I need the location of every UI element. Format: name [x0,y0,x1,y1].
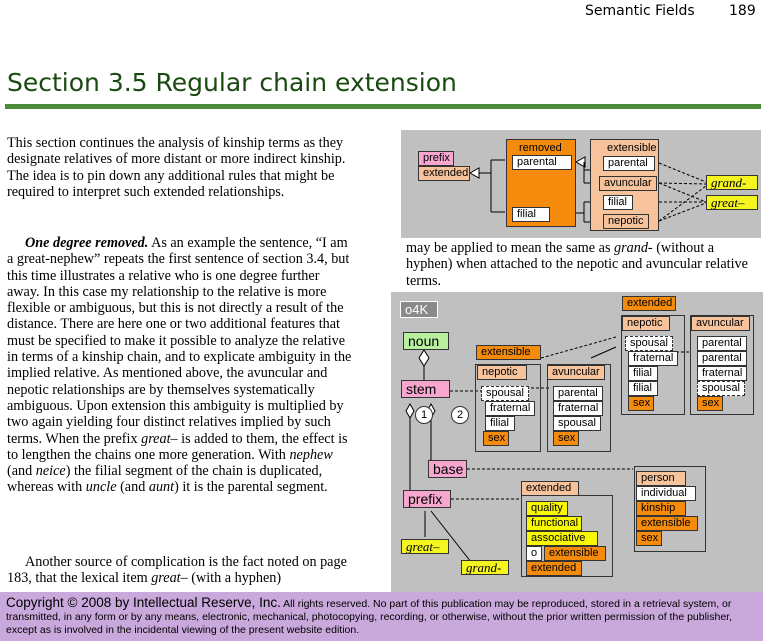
fig2-extended-item-0: quality [526,501,568,516]
p2-e: (and [116,479,149,496]
copyright-main: Copyright © 2008 by Intellectual Reserve… [6,595,281,610]
fig2-frame-label: o4K [400,301,438,318]
p2-a: As an example the sentence, “I am a grea… [7,235,352,447]
caption-b: (without a hyphen) when attached to the … [406,240,748,289]
fig2-nepotic2-item-0: spousal [625,336,673,351]
copyright-notice: Copyright © 2008 by Intellectual Reserve… [0,592,763,641]
fig2-avuncular2-title: avuncular [691,316,750,331]
paragraph-2-lead: One degree removed. [25,235,149,251]
fig2-two: 2 [451,406,469,424]
title-rule [5,104,761,109]
fig2-nepotic2-sex: sex [628,396,654,411]
p2-f: ) it is the parental segment. [174,479,328,496]
fig2-avuncular1-item-1: fraternal [553,401,603,416]
fig2-avuncular1-item-0: parental [553,386,603,401]
fig1-avuncular: avuncular [599,176,657,191]
figure-1: prefix extended removed parental filial … [401,130,761,238]
fig2-extended-group-title: extended [521,481,579,496]
caption-a: may be applied to mean the same as [406,240,615,256]
paragraph-2-text: One degree removed. As an example the se… [7,235,355,496]
fig2-nepotic1-title: nepotic [477,365,527,380]
paragraph-2: One degree removed. As an example the se… [7,235,355,496]
fig2-nepotic2-item-1: fraternal [628,351,678,366]
figure-2: o4K noun stem 1 2 base prefix great– gra… [391,292,763,592]
running-title: Semantic Fields [585,3,695,19]
fig2-one: 1 [415,406,433,424]
fig1-filial: filial [512,207,550,222]
fig2-extended-group [521,495,613,577]
p3-b: (with a hyphen) [187,570,282,587]
fig2-person-group [634,466,706,552]
p3-great: great– [151,570,188,587]
fig2-great: great– [401,539,449,554]
fig2-avuncular2-item-2: fraternal [697,366,747,381]
fig2-nepotic2-item-2: filial [628,366,658,381]
fig2-avuncular2-item-0: parental [697,336,747,351]
fig2-extended-tag: extended [622,296,676,311]
fig2-avuncular1-title: avuncular [547,365,605,380]
p2-b: is added to them, the effect is to lengt… [7,430,348,463]
fig2-avuncular1-group [547,364,611,452]
fig2-avuncular2-item-3: spousal [697,381,745,396]
fig2-extended-extended: extended [526,561,582,576]
fig1-great: great– [706,195,758,210]
fig2-avuncular1-sex: sex [553,431,579,446]
fig2-base: base [428,460,467,478]
fig1-extensible-title: extensible [607,142,657,154]
fig2-nepotic1-item-1: fraternal [485,401,535,416]
fig2-nepotic1-group [475,364,541,452]
paragraph-1: This section continues the analysis of k… [7,135,355,200]
fig2-nepotic2-group [621,315,685,415]
fig1-extended: extended [418,166,470,181]
fig2-stem: stem [401,380,450,398]
paragraph-3-text: Another source of complication is the fa… [7,554,355,587]
p3-a: Another source of complication is the fa… [7,554,347,587]
fig2-person-item-1: individual [636,486,696,501]
fig2-person-item-4: sex [636,531,662,546]
figure-2-connectors [405,336,691,563]
figure-1-caption: may be applied to mean the same as grand… [406,240,758,289]
fig2-nepotic1-item-2: filial [485,416,515,431]
fig2-nepotic1-item-0: spousal [481,386,529,401]
fig2-extensible-tag: extensible [476,345,541,360]
copyright-rest: All rights reserved. No part of this pub… [6,598,733,636]
p2-neice: neice [35,463,66,480]
fig1-parental: parental [512,155,572,170]
section-title: Section 3.5 Regular chain extension [7,68,457,97]
fig2-nepotic2-item-3: filial [628,381,658,396]
fig2-avuncular2-item-1: parental [697,351,747,366]
page-number: 189 [729,3,756,19]
fig1-prefix: prefix [418,151,454,166]
fig2-avuncular1-item-2: spousal [553,416,601,431]
fig1-nepotic: nepotic [603,214,649,229]
p2-aunt: aunt [148,479,175,496]
p2-great: great– [141,430,178,447]
fig2-person-item-0: person [636,471,686,486]
fig2-person-item-2: kinship [636,501,686,516]
fig1-removed-title: removed [519,142,562,154]
caption-grand: grand- [614,240,653,256]
fig1-grand: grand- [706,175,758,190]
fig1-ext-parental: parental [603,156,655,171]
fig2-avuncular2-sex: sex [697,396,723,411]
p2-uncle: uncle [85,479,117,496]
fig1-ext-filial: filial [603,195,633,210]
paragraph-1-text: This section continues the analysis of k… [7,135,346,200]
paragraph-3: Another source of complication is the fa… [7,554,355,587]
fig2-person-item-3: extensible [636,516,698,531]
fig2-extended-o: o [526,546,542,561]
fig2-extended-item-2: associative [526,531,598,546]
fig2-avuncular2-group [690,315,754,415]
fig2-extended-extensible: extensible [544,546,606,561]
fig2-extended-item-1: functional [526,516,582,531]
p2-c: (and [7,463,36,480]
fig2-nepotic1-sex: sex [483,431,509,446]
fig2-noun: noun [403,332,449,350]
fig2-prefix: prefix [403,490,451,508]
p2-nephew: nephew [289,446,333,463]
fig2-grand: grand- [461,560,509,575]
p2-d: ) the filial segment of the chain is dup… [7,463,323,496]
fig2-nepotic2-title: nepotic [622,316,670,331]
